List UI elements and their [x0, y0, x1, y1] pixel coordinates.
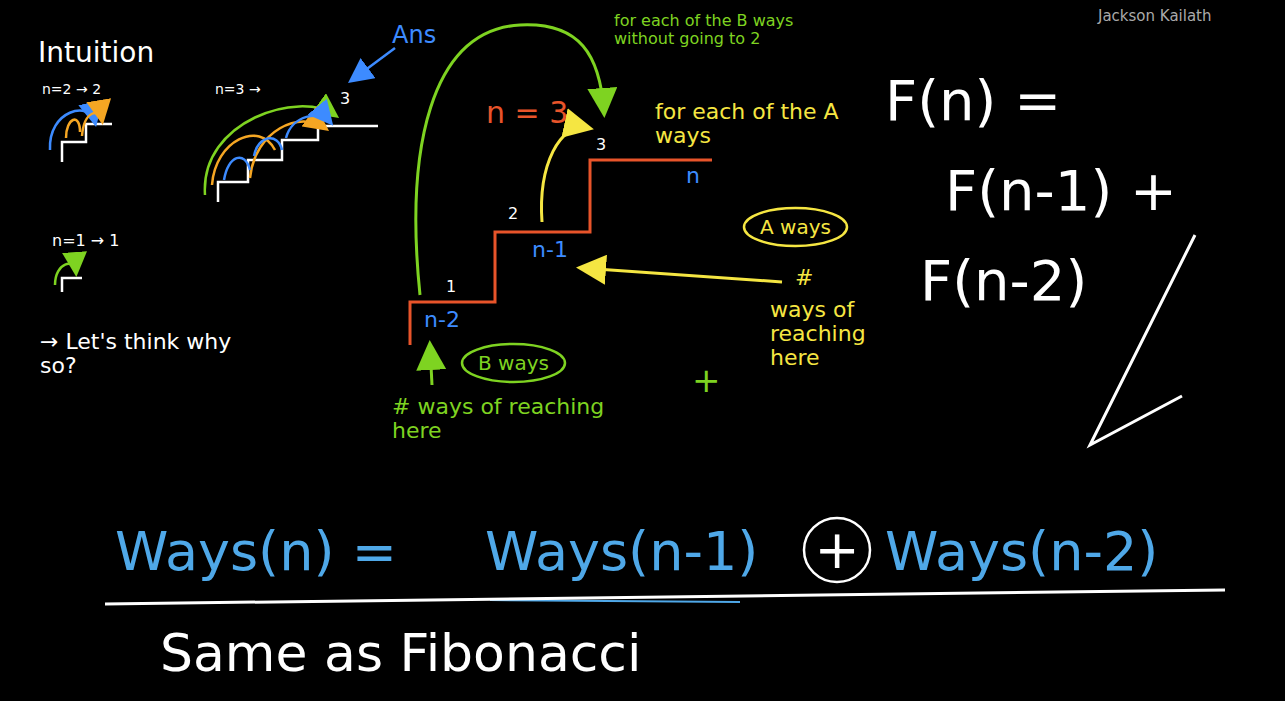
annotation: # ways of reaching here [392, 395, 622, 443]
case-label: n = 3 [486, 96, 568, 129]
node-text-wrap: A ways [742, 206, 849, 248]
node-text-wrap: B ways [460, 342, 567, 384]
annotation: ways of reaching here [770, 298, 880, 371]
equation-term: Ways(n-2) [885, 522, 1158, 581]
node-text: A ways [760, 216, 831, 238]
circled-note: B ways [460, 342, 567, 384]
step-label: n-1 [532, 238, 568, 262]
equation-term: Ways(n-1) [485, 522, 758, 581]
watermark: Jackson Kailath [1098, 8, 1212, 25]
example-note: n=2 → 2 [42, 82, 101, 97]
equation-term: Ways(n) = [115, 522, 397, 581]
question-note: → Let's think why so? [40, 330, 240, 378]
conclusion: Same as Fibonacci [160, 625, 641, 682]
step-number: 1 [446, 278, 456, 296]
annotation: for each of the B ways without going to … [614, 12, 844, 47]
step-number: 3 [340, 90, 350, 108]
step-number: 3 [596, 136, 606, 154]
circled-note: A ways [742, 206, 849, 248]
plus-sign: + [692, 362, 721, 399]
example-note: n=1 → 1 [52, 232, 119, 250]
answer-note: Ans [392, 22, 436, 48]
node-text: + [814, 520, 860, 579]
step-number: 2 [508, 205, 518, 223]
circled-operator: + [802, 516, 872, 584]
annotation: # [795, 266, 813, 290]
formula: F(n-1) + [945, 160, 1177, 222]
formula: F(n) = [885, 70, 1061, 132]
step-label: n [686, 164, 700, 188]
annotation: for each of the A ways [655, 100, 855, 148]
node-text: B ways [478, 352, 549, 374]
node-text-wrap: + [802, 516, 872, 583]
example-note: n=3 → [215, 82, 261, 97]
formula: F(n-2) [920, 250, 1087, 312]
slide-title: Intuition [38, 38, 154, 69]
step-label: n-2 [424, 308, 460, 332]
